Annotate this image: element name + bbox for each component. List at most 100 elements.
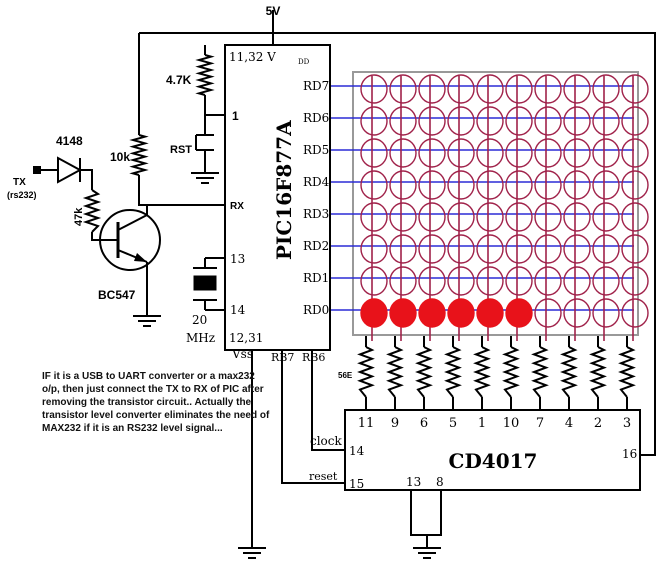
led [563,202,591,232]
cd4017-pin-9: 9 [391,416,399,431]
mcu-pin-1: 1 [232,109,239,123]
cd4017-pin-16: 16 [622,447,637,461]
cd4017-pin-10: 10 [503,416,520,431]
mcu-name: PIC16F877A [272,120,296,260]
cd4017-pin-14: 14 [349,444,365,458]
led [360,138,388,168]
cd4017-ground-loop [410,490,442,536]
led [534,74,562,104]
row-label-rd7: RD7 [303,79,329,93]
led [360,106,388,136]
led [621,234,649,264]
led [592,202,620,232]
led [621,106,649,136]
components [33,44,641,559]
led [592,266,620,296]
led [534,266,562,296]
led [505,106,533,136]
led-resistor-label: 56E [338,371,353,380]
mcu-rb6-label: RB6 [302,351,325,364]
led-resistor [386,346,404,398]
led [447,266,475,296]
led [476,170,504,200]
led-lit [476,298,504,328]
tx-terminal [33,166,41,174]
led [534,234,562,264]
led [360,266,388,296]
led-lit [389,298,417,328]
led [592,234,620,264]
led [621,298,649,328]
led [621,266,649,296]
reset-line [281,350,345,484]
led-resistor [589,346,607,398]
cd4017-pin-5: 5 [449,416,457,431]
led [563,170,591,200]
led [505,138,533,168]
cd4017-pin-13: 13 [406,475,421,489]
led [476,266,504,296]
diode-to-47k [80,169,93,190]
rx-line [138,175,225,206]
led [418,234,446,264]
led-resistor [531,346,549,398]
led-resistor [502,346,520,398]
led [592,298,620,328]
led [476,106,504,136]
wires [38,10,656,548]
led [505,74,533,104]
led [592,138,620,168]
bc547-transistor [99,209,161,271]
led [563,74,591,104]
cd4017-pin-4: 4 [565,416,573,431]
row-label-rd6: RD6 [303,111,329,125]
led [389,106,417,136]
clock-line [311,350,345,451]
mcu-pin-14: 14 [230,303,246,317]
row-label-rd4: RD4 [303,175,330,189]
tx-sub-label: (rs232) [7,190,37,200]
led-lit [505,298,533,328]
led [418,74,446,104]
led-resistor [444,346,462,398]
resistor-10k [129,134,149,176]
row-label-rd1: RD1 [303,271,329,285]
led [389,74,417,104]
led [563,138,591,168]
led-matrix [330,71,649,341]
led [505,170,533,200]
led [534,138,562,168]
led [476,74,504,104]
pic16f877a-chip [224,44,331,351]
led [447,138,475,168]
led [447,170,475,200]
led [389,170,417,200]
led [534,106,562,136]
rst-ground [191,172,219,184]
row-label-rd2: RD2 [303,239,329,253]
led [563,266,591,296]
cd4017-pin-6: 6 [420,416,428,431]
transistor-label: BC547 [98,288,136,302]
led [418,266,446,296]
vcc-rail [139,32,656,456]
mcu-vdd-subscript: DD [298,58,310,66]
resistor-47k [82,189,102,233]
led [534,298,562,328]
led [592,170,620,200]
resistor-4-7k [195,54,215,96]
resistor-47k-label: 47k [73,207,85,226]
led [360,170,388,200]
cd4017-ground [413,547,441,559]
led [389,266,417,296]
led [534,202,562,232]
diode-4148 [57,156,83,184]
crystal-freq: 20 [192,313,207,327]
row-label-rd3: RD3 [303,207,329,221]
led [447,106,475,136]
transistor-collector [117,214,148,231]
led [447,74,475,104]
led [505,202,533,232]
led [418,202,446,232]
